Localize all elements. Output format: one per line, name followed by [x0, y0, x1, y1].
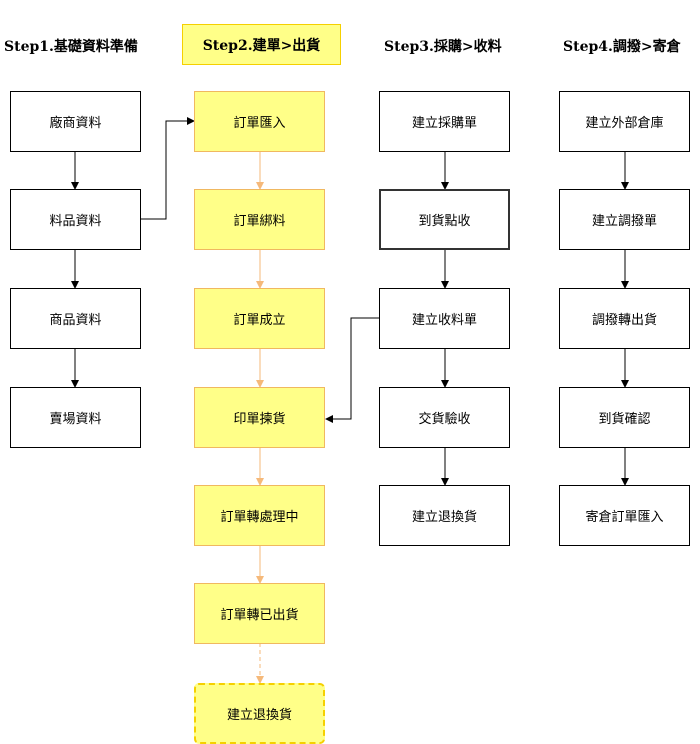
node-delivery-inspect[interactable]: 交貨驗收 — [379, 387, 510, 448]
node-item-data[interactable]: 料品資料 — [10, 189, 141, 250]
node-create-transfer[interactable]: 建立調撥單 — [559, 189, 690, 250]
node-arrival-confirm[interactable]: 到貨確認 — [559, 387, 690, 448]
header-step4: Step4.調撥>寄倉 — [563, 39, 681, 55]
node-order-shipped[interactable]: 訂單轉已出貨 — [194, 583, 325, 644]
node-create-po[interactable]: 建立採購單 — [379, 91, 510, 152]
node-order-bind-item[interactable]: 訂單綁料 — [194, 189, 325, 250]
header-step2: Step2.建單>出貨 — [182, 24, 341, 65]
arrow-receive-to-pick — [325, 317, 379, 423]
node-create-receipt[interactable]: 建立收料單 — [379, 288, 510, 349]
node-store-data[interactable]: 賣場資料 — [10, 387, 141, 448]
node-order-import[interactable]: 訂單匯入 — [194, 91, 325, 152]
node-transfer-ship[interactable]: 調撥轉出貨 — [559, 288, 690, 349]
node-product-data[interactable]: 商品資料 — [10, 288, 141, 349]
node-return-exchange-c2[interactable]: 建立退換貨 — [194, 683, 325, 744]
node-arrival-count[interactable]: 到貨點收 — [379, 189, 510, 250]
node-consign-order-import[interactable]: 寄倉訂單匯入 — [559, 485, 690, 546]
node-return-exchange-c3[interactable]: 建立退換貨 — [379, 485, 510, 546]
node-order-created[interactable]: 訂單成立 — [194, 288, 325, 349]
node-create-ext-warehouse[interactable]: 建立外部倉庫 — [559, 91, 690, 152]
arrow-item-to-order-import — [140, 117, 195, 220]
node-print-pick[interactable]: 印單揀貨 — [194, 387, 325, 448]
header-step1: Step1.基礎資料準備 — [4, 39, 138, 55]
node-vendor-data[interactable]: 廠商資料 — [10, 91, 141, 152]
header-step3: Step3.採購>收料 — [384, 39, 502, 55]
node-order-processing[interactable]: 訂單轉處理中 — [194, 485, 325, 546]
